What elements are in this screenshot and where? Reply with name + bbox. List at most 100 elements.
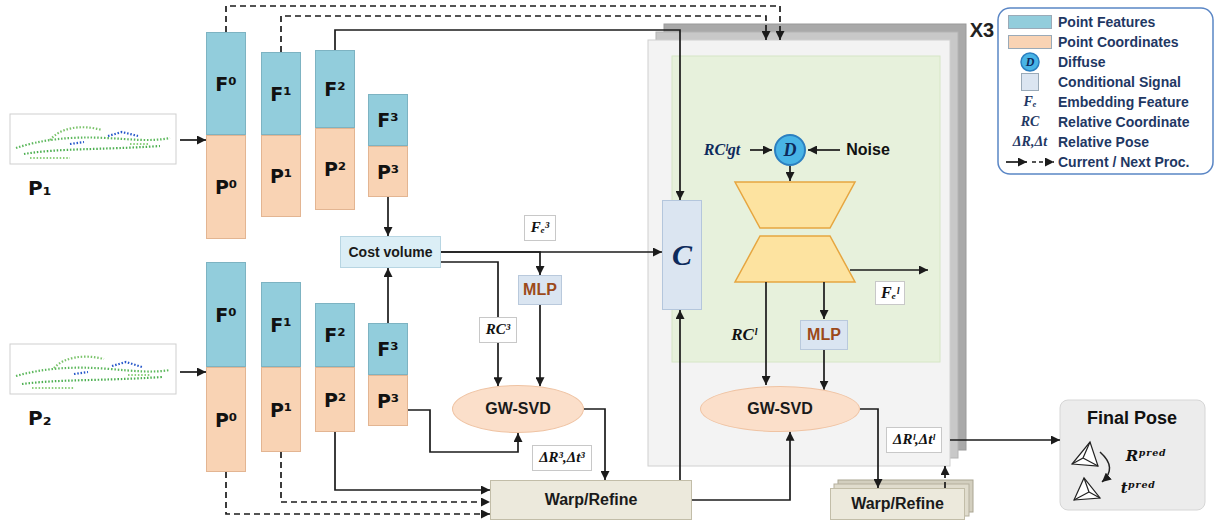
legend-arrow-samples (1006, 161, 1027, 163)
mlp-box: MLP (800, 320, 848, 350)
node-label: MLP (807, 326, 841, 344)
point-cloud-image (10, 114, 176, 164)
pose-icon (1072, 442, 1098, 466)
point-cloud-image (10, 344, 176, 394)
node-label: GW-SVD (485, 400, 550, 418)
node-label: F¹ (270, 83, 291, 105)
connector (387, 268, 389, 323)
legend-text: Relative Coordinate (1058, 114, 1189, 130)
legend-symbol: D (1026, 55, 1035, 70)
point-cloud-image (50, 127, 102, 140)
point-cloud-image (32, 375, 150, 388)
diffuse-circle: D (774, 134, 806, 166)
connector (679, 310, 681, 480)
connector (387, 197, 389, 236)
point-coordinate-box: P³ (368, 375, 408, 426)
legend-symbol: ΔR,Δt (1013, 134, 1047, 150)
next-proc-connector (226, 472, 490, 514)
legend-text: Point Coordinates (1058, 34, 1179, 50)
legend-text: Diffuse (1058, 54, 1105, 70)
point-feature-box: F³ (368, 323, 408, 375)
point-cloud-image (112, 362, 142, 367)
point-feature-box: F³ (368, 94, 408, 146)
gw-svd-ellipse: GW-SVD (700, 386, 860, 432)
point-cloud-image (70, 142, 84, 144)
connector (860, 409, 878, 488)
point-cloud-image (16, 368, 170, 376)
node-label: P⁰ (215, 176, 237, 198)
point-coordinate-box: P² (315, 128, 355, 210)
connector (950, 439, 1060, 441)
node-label: Warp/Refine (545, 491, 638, 509)
point-feature-box: F² (315, 50, 355, 128)
legend-frame (998, 8, 1213, 174)
encoder-decoder (735, 182, 855, 228)
legend-swatch (1008, 35, 1052, 49)
node-label: Rᵖʳᵉᵈ (1126, 447, 1166, 465)
point-feature-box: F² (315, 303, 355, 367)
point-cloud-input: P₂ (8, 342, 180, 432)
leader-arrows (789, 166, 791, 181)
point-cloud-image (16, 127, 170, 158)
legend-arrow-samples (1032, 161, 1054, 163)
point-coordinate-box: P² (315, 367, 355, 432)
connector (539, 305, 541, 386)
connector (823, 350, 825, 390)
edge-label: Fₑ³ (524, 215, 557, 240)
point-cloud-image (10, 344, 176, 394)
node-label: D (784, 140, 797, 161)
legend-text: Embedding Feature (1058, 94, 1189, 110)
node-label: P³ (377, 161, 399, 183)
symbol-label: RCˡ (729, 325, 759, 345)
node-label: F³ (377, 109, 398, 131)
symbol-label: Fₑˡ (875, 281, 905, 305)
node-label: P⁰ (215, 409, 237, 431)
iteration-sheets (648, 24, 966, 466)
legend-text: Relative Pose (1058, 134, 1149, 150)
pose-icon (1074, 478, 1100, 500)
next-proc-connector (281, 452, 490, 502)
connector (441, 252, 540, 275)
node-label: F³ (377, 338, 398, 360)
node-label: P₁ (28, 176, 51, 200)
point-coordinate-box: P¹ (261, 135, 301, 217)
leader-arrows (850, 269, 928, 271)
point-cloud-image (108, 132, 138, 136)
pose-icon (1072, 442, 1098, 466)
connector (335, 432, 490, 490)
point-coordinate-box: P⁰ (206, 135, 246, 239)
final-pose-box: Final PoseRᵖʳᵉᵈtᵖʳᵉᵈ (1060, 400, 1205, 510)
iteration-sheets (648, 40, 950, 466)
point-feature-box: F¹ (261, 52, 301, 135)
node-label: P² (324, 158, 346, 180)
warp-refine-box: Warp/Refine (830, 488, 965, 520)
leader-arrows (750, 149, 772, 151)
node-label: F² (324, 324, 345, 346)
node-label: P¹ (270, 165, 292, 187)
cost-volume-box: Cost volume (340, 236, 441, 268)
edge-label: ΔRˡ,Δtˡ (886, 427, 942, 452)
edge-label: RC³ (479, 317, 518, 342)
encoder-decoder (735, 182, 855, 282)
node-label: F² (324, 78, 345, 100)
point-cloud-image (30, 144, 148, 158)
encoder-decoder (735, 236, 855, 282)
leader-arrows (750, 150, 928, 385)
node-label: F⁰ (215, 304, 236, 326)
node-label: C (672, 238, 692, 272)
warp-refine-box: Warp/Refine (490, 480, 692, 520)
legend-diffuse-symbol (1021, 53, 1039, 71)
legend-text: Point Features (1058, 14, 1155, 30)
final-pose-panel (1060, 400, 1205, 510)
node-label: P³ (377, 390, 399, 412)
point-coordinate-box: P³ (368, 146, 408, 197)
denoise-region (672, 56, 940, 362)
point-feature-box: F⁰ (206, 262, 246, 367)
node-label: MLP (523, 281, 557, 299)
point-cloud-image (22, 377, 162, 384)
legend-text: Conditional Signal (1058, 74, 1181, 90)
node-label: F¹ (270, 314, 291, 336)
connector (335, 30, 680, 200)
